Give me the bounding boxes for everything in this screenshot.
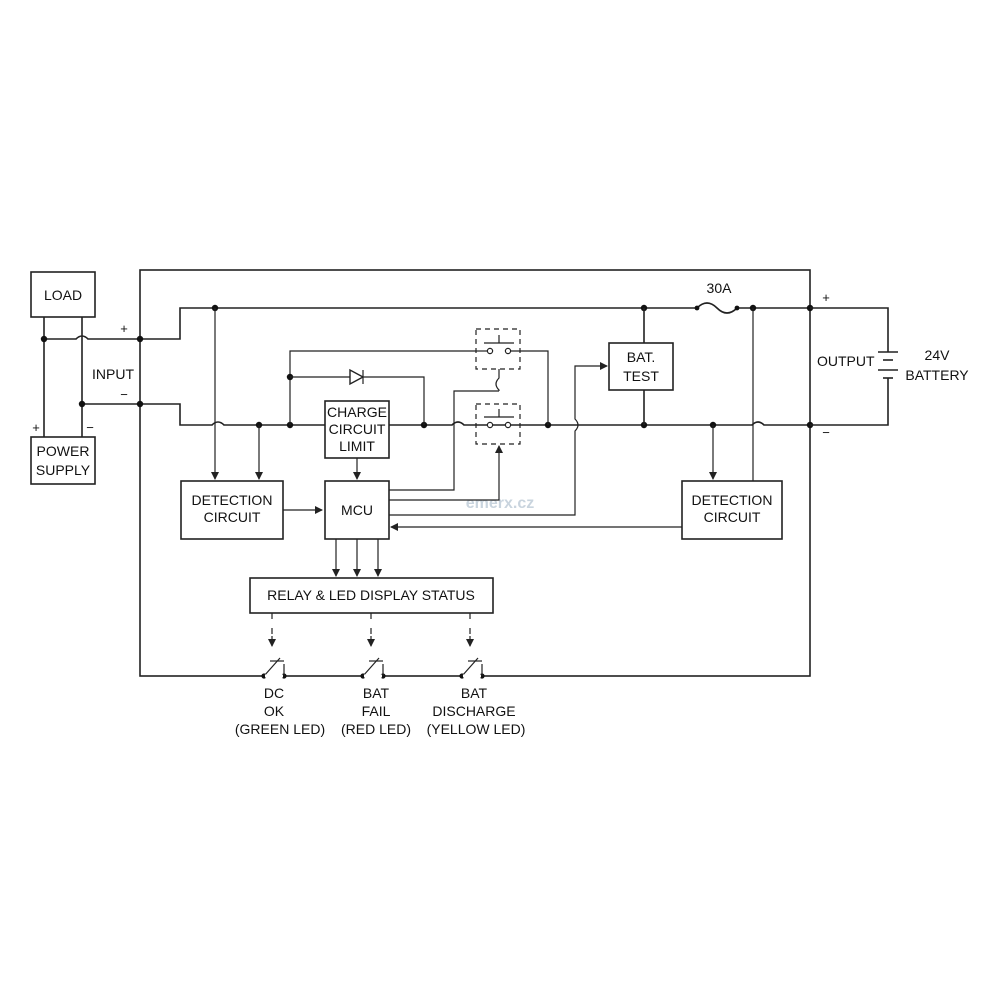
detection-right-label-1: DETECTION	[692, 492, 773, 508]
bat-test-block	[608, 342, 674, 391]
bat-discharge-contact	[459, 613, 485, 679]
input-label: INPUT	[92, 366, 134, 382]
relay-1-box	[475, 328, 521, 370]
detection-right-label-2: CIRCUIT	[704, 509, 761, 525]
bat-fail-label-3: (RED LED)	[341, 721, 411, 737]
watermark: emerx.cz	[466, 495, 535, 512]
mcu-to-bat-test	[389, 362, 608, 516]
bypass-wire	[289, 350, 476, 425]
mcu-to-relay-2	[389, 445, 503, 501]
power-supply-minus: −	[86, 420, 94, 435]
relay-led-label: RELAY & LED DISPLAY STATUS	[267, 587, 475, 603]
bat-fail-label-1: BAT	[363, 685, 390, 701]
dc-ok-label-1: DC	[264, 685, 284, 701]
fuse-symbol	[696, 302, 738, 314]
power-supply-label-2: SUPPLY	[36, 462, 91, 478]
bat-discharge-label-1: BAT	[461, 685, 488, 701]
dc-ok-contact	[261, 613, 287, 679]
positive-rail	[44, 307, 810, 340]
negative-rail	[82, 403, 810, 426]
charge-circuit-limit	[324, 400, 390, 459]
charge-label-1: CHARGE	[327, 404, 387, 420]
power-supply-label-1: POWER	[37, 443, 90, 459]
battery-label-1: 24V	[925, 347, 951, 363]
bat-discharge-label-3: (YELLOW LED)	[427, 721, 526, 737]
load-block	[30, 271, 96, 318]
output-minus: −	[822, 425, 830, 440]
main-enclosure	[139, 269, 811, 677]
power-supply-plus: +	[32, 420, 40, 435]
bat-fail-label-2: FAIL	[362, 703, 391, 719]
output-label: OUTPUT	[817, 353, 875, 369]
relay-2-box	[475, 403, 521, 445]
battery-negative-wire	[810, 378, 889, 426]
bat-test-label-2: TEST	[623, 368, 659, 384]
relay-led-display-status	[249, 577, 494, 614]
charge-label-2: CIRCUIT	[329, 421, 386, 437]
input-plus: +	[120, 321, 128, 336]
mcu-block	[324, 480, 390, 540]
mcu-to-relay-1	[389, 390, 499, 491]
load-label: LOAD	[44, 287, 82, 303]
battery-positive-wire	[810, 307, 889, 352]
mcu-label: MCU	[341, 502, 373, 518]
fuse-label: 30A	[707, 280, 733, 296]
power-supply-block	[30, 436, 96, 485]
detection-circuit-right	[681, 480, 783, 540]
charge-label-3: LIMIT	[339, 438, 375, 454]
input-minus: −	[120, 387, 128, 402]
bat-fail-contact	[360, 613, 386, 679]
output-plus: +	[822, 290, 830, 305]
battery-label-2: BATTERY	[905, 367, 969, 383]
diode-icon	[349, 368, 365, 386]
detection-left-label-1: DETECTION	[192, 492, 273, 508]
bat-test-label-1: BAT.	[627, 349, 656, 365]
detection-left-label-2: CIRCUIT	[204, 509, 261, 525]
detection-circuit-left	[180, 480, 284, 540]
bat-discharge-label-2: DISCHARGE	[432, 703, 515, 719]
dc-ok-label-2: OK	[264, 703, 285, 719]
dc-ok-label-3: (GREEN LED)	[235, 721, 325, 737]
